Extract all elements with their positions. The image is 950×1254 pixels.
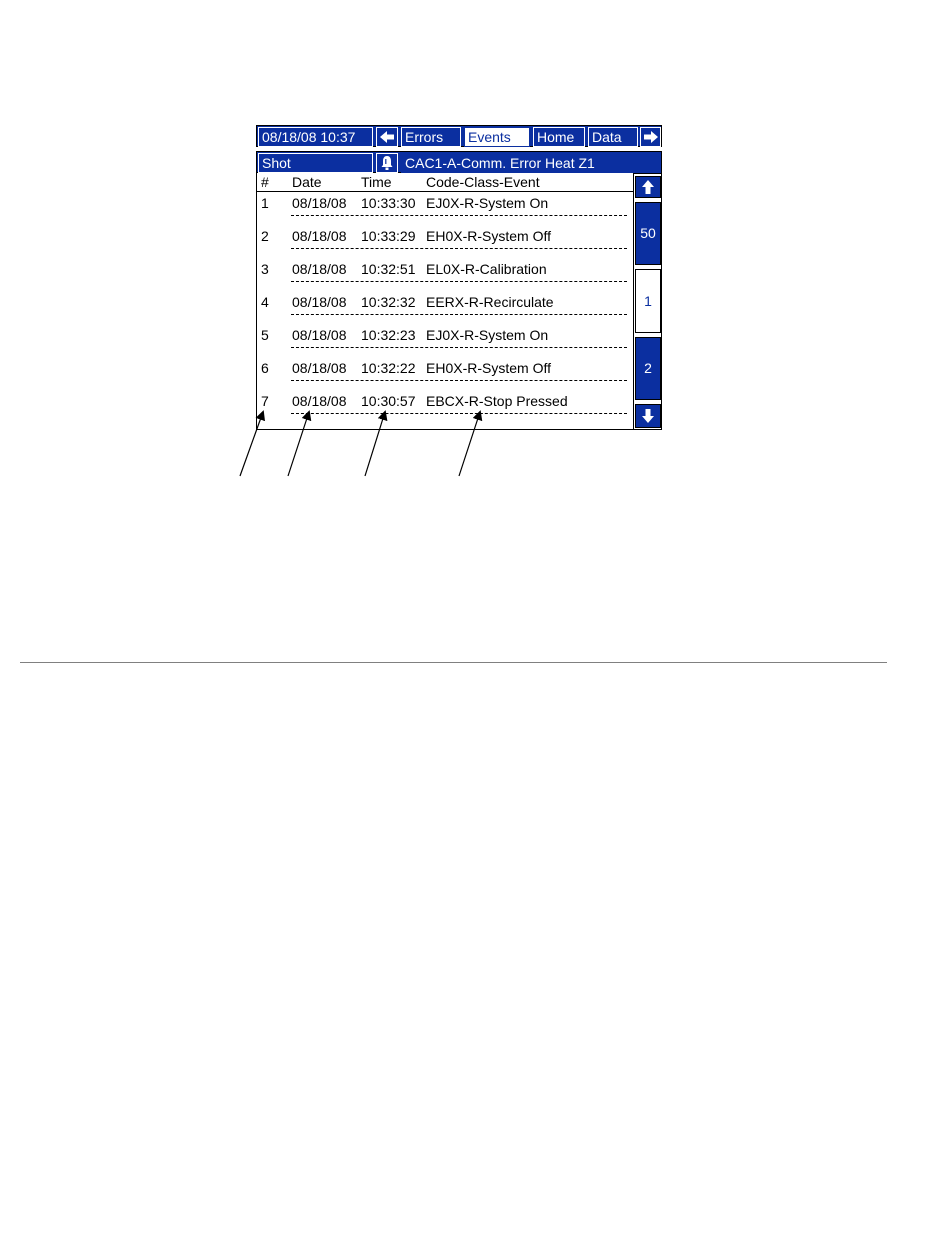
callout-arrows (239, 410, 483, 477)
row-time: 10:32:32 (361, 294, 416, 310)
column-header-time: Time (361, 174, 392, 190)
row-date: 08/18/08 (292, 261, 347, 277)
table-row[interactable]: 2 08/18/08 10:33:29 EH0X-R-System Off (257, 225, 633, 258)
table-row[interactable]: 3 08/18/08 10:32:51 EL0X-R-Calibration (257, 258, 633, 291)
page-2-button[interactable]: 2 (635, 337, 661, 400)
tab-events[interactable]: Events (464, 127, 530, 147)
row-number: 2 (261, 228, 269, 244)
row-date: 08/18/08 (292, 228, 347, 244)
row-separator (291, 281, 627, 282)
row-date: 08/18/08 (292, 360, 347, 376)
page-1-button[interactable]: 1 (635, 269, 661, 333)
table-row[interactable]: 1 08/18/08 10:33:30 EJ0X-R-System On (257, 192, 633, 225)
tab-errors[interactable]: Errors (401, 127, 461, 147)
row-number: 1 (261, 195, 269, 211)
row-date: 08/18/08 (292, 195, 347, 211)
row-date: 08/18/08 (292, 393, 347, 409)
table-row[interactable]: 7 08/18/08 10:30:57 EBCX-R-Stop Pressed (257, 390, 633, 423)
tab-data-label: Data (592, 129, 622, 145)
tab-home[interactable]: Home (533, 127, 585, 147)
row-event: EL0X-R-Calibration (426, 261, 547, 277)
row-event: EBCX-R-Stop Pressed (426, 393, 568, 409)
page-50-label: 50 (640, 225, 656, 241)
status-bar: Shot CAC1-A-Comm. Error Heat Z1 (256, 151, 662, 173)
row-number: 3 (261, 261, 269, 277)
row-number: 4 (261, 294, 269, 310)
events-table: # Date Time Code-Class-Event 1 08/18/08 10… (256, 173, 634, 430)
table-row[interactable]: 4 08/18/08 10:32:32 EERX-R-Recirculate (257, 291, 633, 324)
prev-screen-button[interactable] (376, 127, 398, 147)
column-header-date: Date (292, 174, 322, 190)
row-separator (291, 413, 627, 414)
row-event: EERX-R-Recirculate (426, 294, 554, 310)
row-number: 5 (261, 327, 269, 343)
row-time: 10:32:22 (361, 360, 416, 376)
bell-icon (381, 156, 393, 170)
left-arrow-icon (380, 131, 394, 143)
alarm-indicator[interactable] (376, 153, 398, 173)
table-header: # Date Time Code-Class-Event (257, 173, 633, 192)
mode-display: Shot (258, 153, 373, 173)
row-date: 08/18/08 (292, 294, 347, 310)
row-number: 7 (261, 393, 269, 409)
table-row[interactable]: 5 08/18/08 10:32:23 EJ0X-R-System On (257, 324, 633, 357)
column-header-code: Code-Class-Event (426, 174, 540, 190)
row-separator (291, 347, 627, 348)
up-arrow-icon (642, 180, 654, 194)
page-2-label: 2 (644, 360, 652, 376)
page-50-button[interactable]: 50 (635, 202, 661, 265)
right-arrow-icon (643, 131, 658, 143)
error-message: CAC1-A-Comm. Error Heat Z1 (401, 153, 661, 173)
row-event: EJ0X-R-System On (426, 195, 549, 211)
row-time: 10:33:29 (361, 228, 416, 244)
tab-events-label: Events (468, 129, 511, 145)
row-separator (291, 215, 627, 216)
scroll-up-button[interactable] (635, 176, 661, 198)
top-nav-bar: 08/18/08 10:37 Errors Events Home Data (256, 125, 662, 147)
scroll-down-button[interactable] (635, 404, 661, 428)
row-event: EH0X-R-System Off (426, 360, 551, 376)
pager-column: 50 1 2 (634, 173, 662, 430)
callout-arrow-number (239, 410, 265, 477)
table-row[interactable]: 6 08/18/08 10:32:22 EH0X-R-System Off (257, 357, 633, 390)
page-divider (20, 662, 887, 663)
tab-errors-label: Errors (405, 129, 444, 145)
callout-arrow-date (287, 410, 312, 477)
tab-home-label: Home (537, 129, 575, 145)
row-separator (291, 248, 627, 249)
column-header-number: # (261, 174, 269, 190)
row-time: 10:32:23 (361, 327, 416, 343)
down-arrow-icon (642, 409, 654, 423)
events-screen: 08/18/08 10:37 Errors Events Home Data S… (256, 125, 662, 430)
row-number: 6 (261, 360, 269, 376)
row-time: 10:30:57 (361, 393, 416, 409)
row-separator (291, 380, 627, 381)
row-date: 08/18/08 (292, 327, 347, 343)
page-1-label: 1 (644, 293, 652, 309)
callout-arrow-code (458, 410, 483, 477)
row-separator (291, 314, 627, 315)
tab-data[interactable]: Data (588, 127, 638, 147)
callout-arrow-time (364, 410, 388, 477)
row-time: 10:33:30 (361, 195, 416, 211)
next-screen-button[interactable] (640, 127, 661, 147)
datetime-display: 08/18/08 10:37 (258, 127, 373, 147)
row-event: EJ0X-R-System On (426, 327, 549, 343)
row-event: EH0X-R-System Off (426, 228, 551, 244)
row-time: 10:32:51 (361, 261, 416, 277)
